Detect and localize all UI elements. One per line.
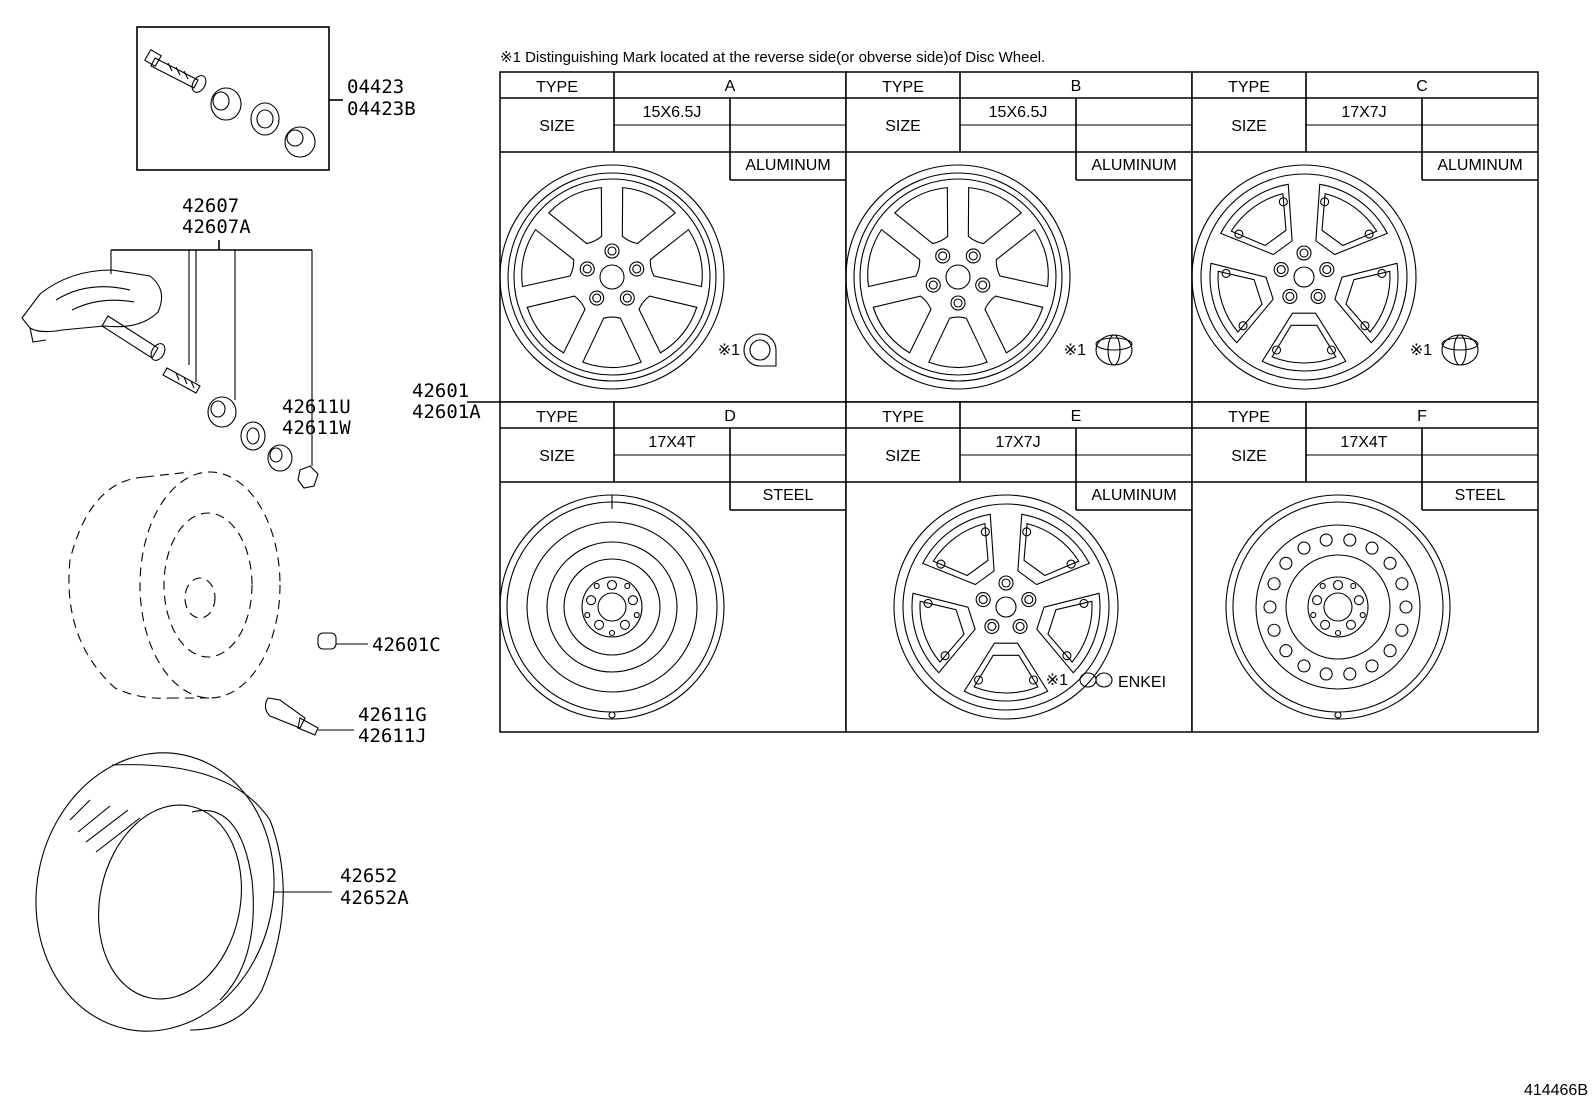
mark-prefix: ※1 xyxy=(718,342,740,359)
part-number: 42601 xyxy=(412,380,469,402)
part-number: 42611W xyxy=(282,417,351,439)
wheel-cell-a: TYPE A SIZE 15X6.5J ALUMINUM ※1 xyxy=(499,71,847,403)
alloy-wheel-drawing xyxy=(893,494,1119,720)
type-label: TYPE xyxy=(536,409,578,426)
wheel-cell-b: TYPE B SIZE 15X6.5J ALUMINUM ※1 xyxy=(845,71,1193,403)
wheel-cell-d: TYPE D SIZE 17X4T STEEL xyxy=(499,401,847,733)
material-value: STEEL xyxy=(763,487,814,504)
tire-icon xyxy=(35,752,332,1032)
type-label: TYPE xyxy=(882,79,924,96)
diagram-id: 414466B xyxy=(1524,1082,1588,1099)
part-number: 42611J xyxy=(358,725,427,747)
valve-nut-icon xyxy=(267,444,293,472)
grommet-icon xyxy=(210,87,242,121)
washer-icon xyxy=(250,102,280,136)
valve-stem-icon xyxy=(264,697,354,736)
valve-core-icon xyxy=(162,367,201,394)
size-label: SIZE xyxy=(885,448,921,465)
tpms-sensor-icon xyxy=(21,269,166,361)
size-value: 15X6.5J xyxy=(989,104,1048,121)
round-mark-icon xyxy=(743,333,777,367)
mark-prefix: ※1 xyxy=(1064,342,1086,359)
type-label: TYPE xyxy=(1228,409,1270,426)
type-value: E xyxy=(1071,408,1082,425)
washer-icon xyxy=(240,421,266,451)
type-value: A xyxy=(725,78,736,95)
type-value: C xyxy=(1416,78,1428,95)
size-label: SIZE xyxy=(539,118,575,135)
part-number: 42652 xyxy=(340,865,397,887)
size-value: 17X7J xyxy=(1341,104,1386,121)
type-value: F xyxy=(1417,408,1427,425)
valve-core-icon xyxy=(144,49,207,93)
wheel-cell-c: TYPE C SIZE 17X7J ALUMINUM ※1 xyxy=(1191,71,1539,403)
size-label: SIZE xyxy=(1231,448,1267,465)
size-label: SIZE xyxy=(1231,118,1267,135)
wheel-cell-e: TYPE E SIZE 17X7J ALUMINUM ※1 ENKEI xyxy=(845,401,1193,733)
type-value: D xyxy=(724,408,736,425)
alloy-wheel-drawing xyxy=(499,164,725,390)
part-number: 04423B xyxy=(347,98,416,120)
grommet-icon xyxy=(207,396,237,428)
part-number: 42611U xyxy=(282,396,351,418)
part-number: 42607 xyxy=(182,195,239,217)
material-value: ALUMINUM xyxy=(745,157,830,174)
valve-nut-icon xyxy=(284,126,316,158)
part-number: 42652A xyxy=(340,887,409,909)
wheel-cell-f: TYPE F SIZE 17X4T STEEL xyxy=(1191,401,1539,733)
type-label: TYPE xyxy=(536,79,578,96)
size-value: 17X7J xyxy=(995,434,1040,451)
size-label: SIZE xyxy=(539,448,575,465)
enkei-mark-icon xyxy=(1079,672,1113,688)
size-label: SIZE xyxy=(885,118,921,135)
alloy-wheel-drawing xyxy=(1191,164,1417,390)
part-number: 04423 xyxy=(347,76,404,98)
material-value: ALUMINUM xyxy=(1437,157,1522,174)
mark-prefix: ※1 xyxy=(1410,342,1432,359)
part-number: 42601A xyxy=(412,401,481,423)
type-value: B xyxy=(1071,78,1082,95)
valve-cap-icon xyxy=(297,465,319,489)
alloy-wheel-drawing xyxy=(845,164,1071,390)
part-number: 42601C xyxy=(372,634,441,656)
tpms-leader-lines xyxy=(110,240,313,466)
part-number: 42607A xyxy=(182,216,251,238)
distinguishing-mark-note: ※1 Distinguishing Mark located at the re… xyxy=(500,49,1045,66)
part-number: 42611G xyxy=(358,704,427,726)
type-label: TYPE xyxy=(882,409,924,426)
size-value: 17X4T xyxy=(1340,434,1387,451)
steel-wheel-drawing xyxy=(499,494,725,720)
size-value: 17X4T xyxy=(648,434,695,451)
material-value: ALUMINUM xyxy=(1091,487,1176,504)
valve-kit-box xyxy=(136,26,343,171)
size-value: 15X6.5J xyxy=(643,104,702,121)
hub-cap-icon xyxy=(317,632,368,650)
material-value: ALUMINUM xyxy=(1091,157,1176,174)
material-value: STEEL xyxy=(1455,487,1506,504)
wheel-outline-icon xyxy=(68,471,281,699)
mark-prefix: ※1 xyxy=(1046,672,1068,689)
steel-wheel-drawing xyxy=(1225,494,1451,720)
enkei-mark-text: ENKEI xyxy=(1118,674,1166,691)
type-label: TYPE xyxy=(1228,79,1270,96)
